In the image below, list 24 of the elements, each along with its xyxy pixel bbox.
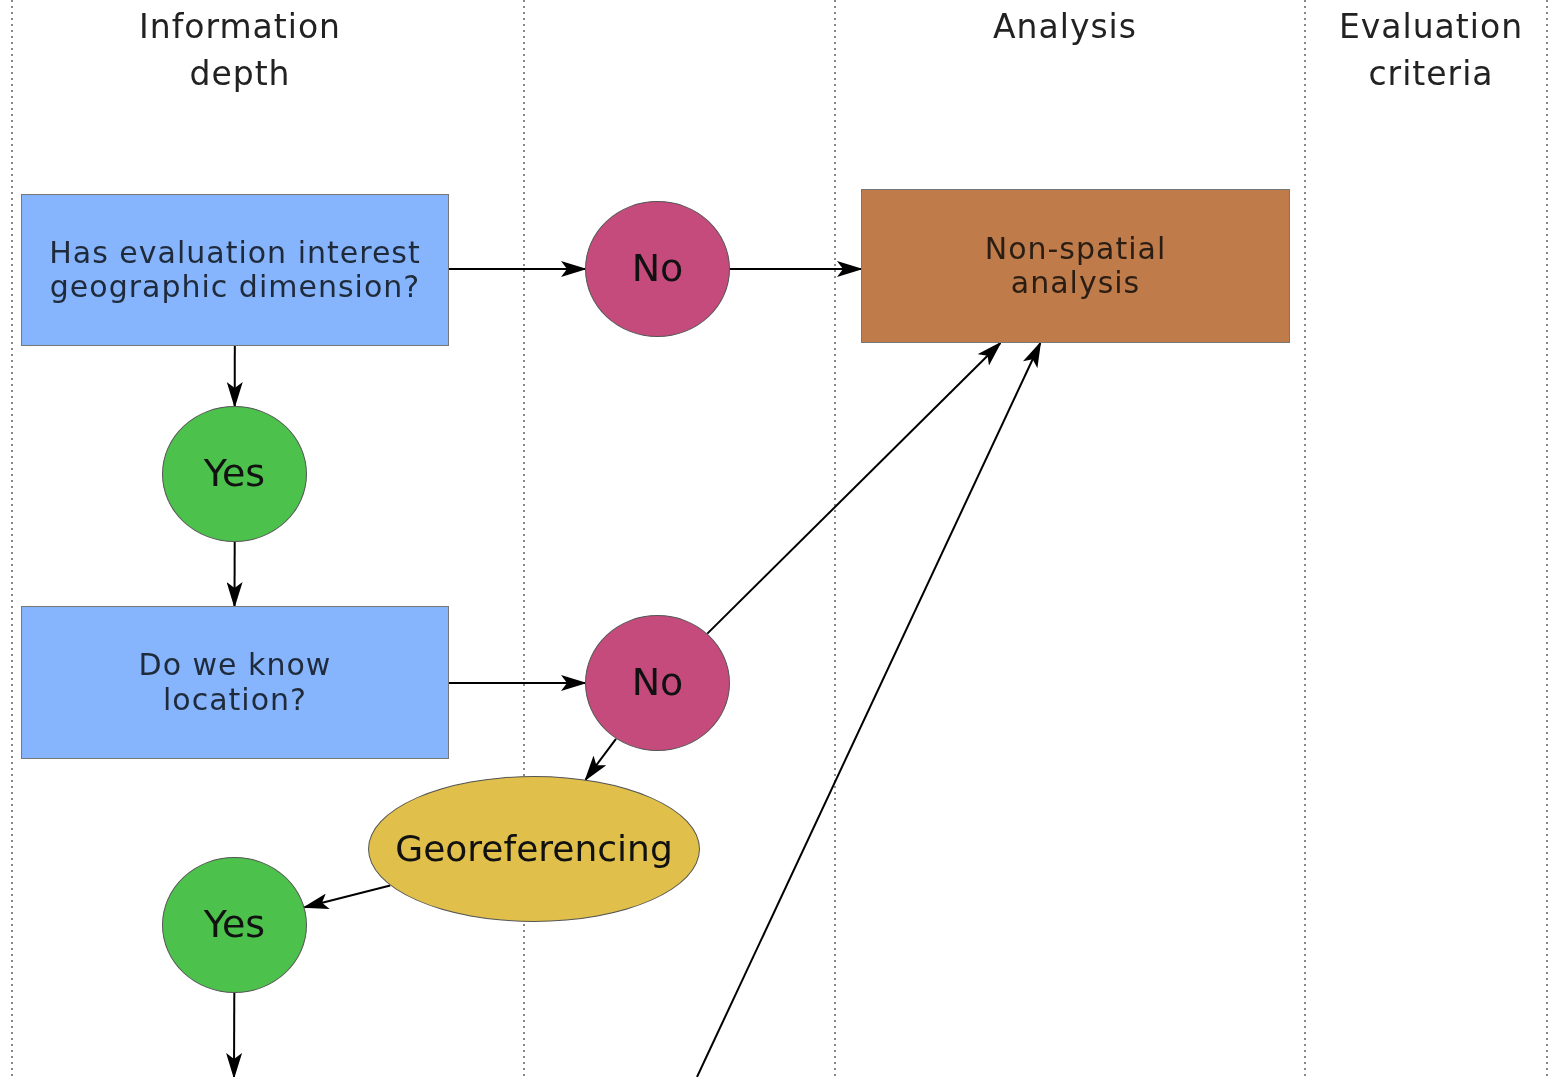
node-label: No bbox=[631, 661, 684, 705]
node-label: No bbox=[631, 247, 684, 291]
arrow bbox=[584, 737, 617, 782]
arrow bbox=[448, 675, 587, 691]
column-header: Information depth bbox=[138, 6, 342, 95]
question-box bbox=[21, 194, 449, 346]
arrow bbox=[448, 261, 587, 277]
node-label: Do we know location? bbox=[137, 648, 333, 717]
column-header: Analysis bbox=[992, 6, 1138, 48]
node-label: Yes bbox=[203, 452, 266, 496]
node-label: Non-spatial analysis bbox=[983, 231, 1168, 301]
arrow bbox=[706, 341, 1002, 635]
node-label: Yes bbox=[203, 903, 266, 947]
question-box bbox=[21, 606, 449, 759]
analysis-box bbox=[861, 189, 1290, 343]
arrow bbox=[226, 541, 243, 608]
arrow bbox=[226, 345, 243, 408]
node-label: Georeferencing bbox=[395, 828, 673, 870]
arrow bbox=[729, 261, 863, 277]
column-header: Evaluation criteria bbox=[1337, 6, 1525, 95]
arrow bbox=[696, 341, 1042, 1077]
arrow bbox=[302, 884, 392, 910]
arrow bbox=[226, 992, 243, 1077]
node-label: Has evaluation interest geographic dimension? bbox=[48, 235, 422, 305]
